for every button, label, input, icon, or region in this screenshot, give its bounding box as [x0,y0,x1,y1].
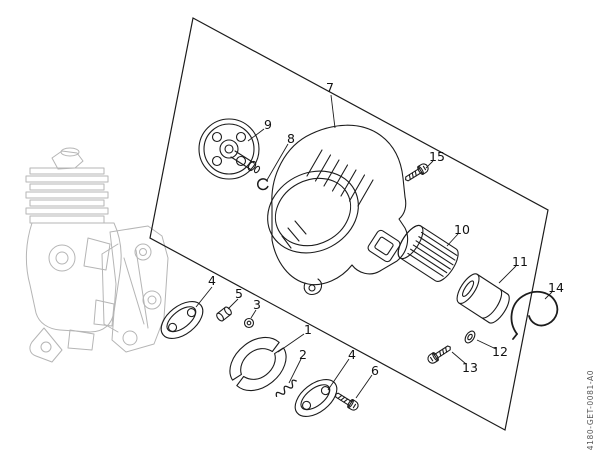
screw-6-art [332,389,361,413]
callout-1: 1 [304,321,312,337]
callout-8: 8 [287,130,295,146]
callout-4-lower: 4 [348,346,356,362]
spacer-art [216,306,232,322]
callout-3: 3 [253,296,261,312]
callout-14: 14 [548,279,564,295]
callout-4-upper: 4 [208,272,216,288]
fan-housing-art [267,124,409,295]
parts-line-art [153,118,559,425]
callout-10: 10 [454,221,470,237]
callout-9: 9 [264,116,272,132]
engine-ghost-illustration [25,147,169,363]
rotor-art [397,224,459,282]
clutch-shoes-art [229,337,287,391]
doc-code: 4180-GET-0081-A0 [586,369,595,451]
module-panel-outline [149,17,549,431]
spring-clip-art [510,290,559,340]
bushing-art [243,317,255,329]
retaining-clip-art [257,178,269,191]
screw-15-art [402,161,431,185]
callout-15: 15 [429,148,445,164]
sleeve-art [456,273,510,324]
callout-13: 13 [462,359,478,375]
callout-11: 11 [512,253,528,269]
screw-13-art [425,342,454,366]
tension-spring-art [275,379,297,398]
callout-leader-lines [195,94,553,399]
washer-art [464,330,476,344]
callout-2: 2 [299,346,307,362]
callout-7: 7 [326,79,334,95]
callout-12: 12 [492,343,508,359]
callout-5: 5 [235,285,243,301]
callout-6: 6 [371,362,379,378]
clutch-drum-art [198,118,261,180]
